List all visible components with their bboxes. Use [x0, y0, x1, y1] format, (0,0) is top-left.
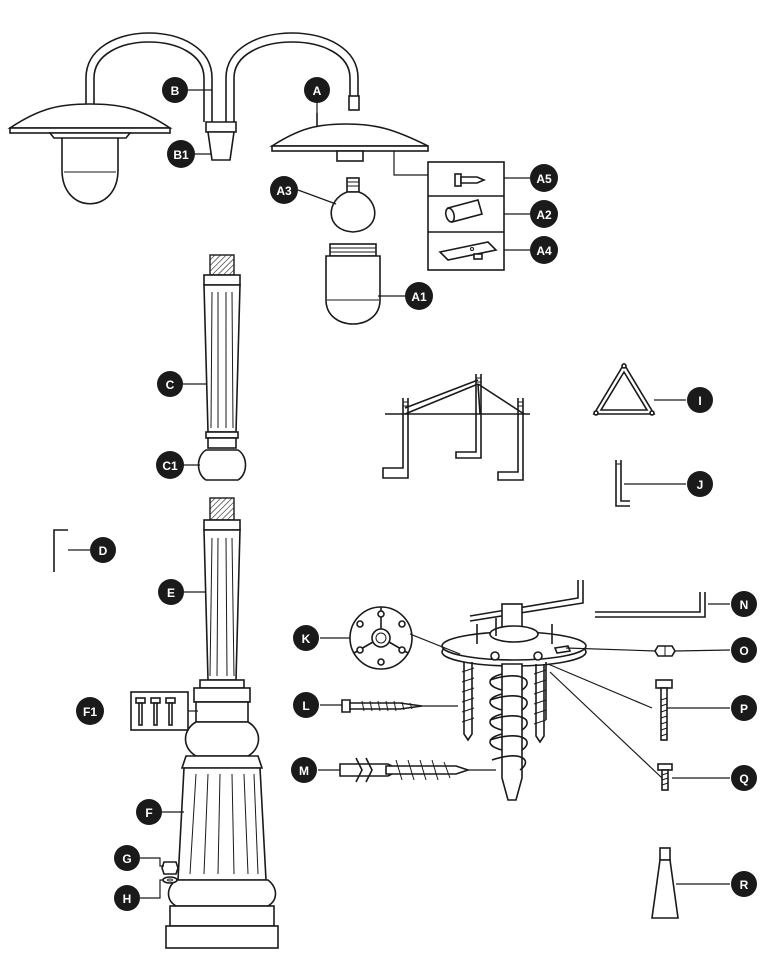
callout-r: R — [731, 871, 757, 897]
battery-icon — [444, 199, 483, 223]
svg-text:B: B — [171, 84, 180, 98]
callout-c: C — [157, 371, 183, 397]
svg-text:I: I — [698, 394, 701, 408]
svg-text:A1: A1 — [411, 290, 427, 304]
touch-up-paint-tube — [651, 847, 679, 919]
svg-text:F1: F1 — [83, 705, 97, 719]
svg-text:D: D — [99, 544, 108, 558]
allen-wrench — [53, 529, 68, 572]
callout-a2: A2 — [530, 200, 558, 228]
small-parts-box — [427, 161, 505, 271]
callout-h: H — [114, 885, 140, 911]
ground-spike-assembly — [441, 580, 706, 801]
svg-text:A4: A4 — [536, 244, 552, 258]
svg-text:O: O — [739, 644, 748, 658]
post-collar — [197, 449, 247, 481]
callout-b1: B1 — [167, 140, 195, 168]
callout-f1: F1 — [76, 697, 104, 725]
svg-text:C1: C1 — [162, 459, 178, 473]
svg-text:M: M — [299, 764, 309, 778]
svg-text:N: N — [740, 598, 749, 612]
callout-c1: C1 — [156, 451, 184, 479]
callout-p: P — [731, 695, 757, 721]
lag-bolt — [341, 699, 423, 713]
svg-text:K: K — [302, 632, 311, 646]
svg-text:L: L — [302, 699, 309, 713]
svg-text:A2: A2 — [536, 208, 552, 222]
post-screws-box — [130, 691, 189, 731]
anchor-bolt-frame — [382, 374, 530, 481]
callout-a3: A3 — [270, 176, 298, 204]
middle-post — [193, 497, 251, 703]
glass-globe — [325, 243, 381, 325]
double-arm-bracket — [85, 32, 360, 122]
bracket-sleeve — [205, 121, 237, 161]
callout-k: K — [293, 625, 319, 651]
svg-text:B1: B1 — [173, 148, 189, 162]
svg-text:A3: A3 — [276, 184, 292, 198]
svg-text:R: R — [740, 878, 749, 892]
hex-key-small — [615, 460, 630, 507]
callout-l: L — [293, 692, 319, 718]
callout-a4: A4 — [530, 236, 558, 264]
callout-j: J — [687, 471, 713, 497]
callout-a: A — [304, 77, 330, 103]
callout-a1: A1 — [405, 282, 433, 310]
hex-nut-g — [161, 861, 179, 875]
light-bulb — [330, 177, 376, 233]
triangle-template — [592, 362, 656, 416]
svg-text:A5: A5 — [536, 172, 552, 186]
washer-h — [162, 876, 178, 884]
mounting-plate-icon — [438, 241, 498, 261]
short-screw — [657, 763, 673, 791]
callout-q: Q — [731, 765, 757, 791]
callout-e: E — [158, 579, 184, 605]
svg-text:E: E — [167, 586, 175, 600]
svg-text:J: J — [697, 478, 704, 492]
callout-b: B — [162, 77, 188, 103]
callout-o: O — [731, 637, 757, 663]
callout-n: N — [731, 591, 757, 617]
mounting-plate-top — [349, 606, 413, 670]
svg-text:H: H — [123, 892, 132, 906]
svg-text:G: G — [122, 852, 131, 866]
svg-text:C: C — [166, 378, 175, 392]
leader-lines — [68, 89, 731, 899]
svg-text:P: P — [740, 702, 748, 716]
small-screw-icon — [454, 173, 487, 187]
callout-d: D — [90, 537, 116, 563]
left-lamp-head — [7, 103, 173, 205]
callout-g: G — [114, 845, 140, 871]
callout-i: I — [687, 387, 713, 413]
svg-text:F: F — [145, 806, 152, 820]
post-base — [165, 701, 279, 949]
callout-a5: A5 — [530, 164, 558, 192]
svg-text:Q: Q — [739, 772, 748, 786]
long-bolt — [655, 679, 673, 741]
hex-nut-o — [654, 645, 676, 657]
upper-post — [203, 254, 241, 449]
expansion-anchor — [339, 757, 471, 783]
callout-m: M — [291, 757, 317, 783]
lamp-shade — [269, 113, 429, 162]
svg-text:A: A — [313, 84, 322, 98]
callout-f: F — [136, 799, 162, 825]
